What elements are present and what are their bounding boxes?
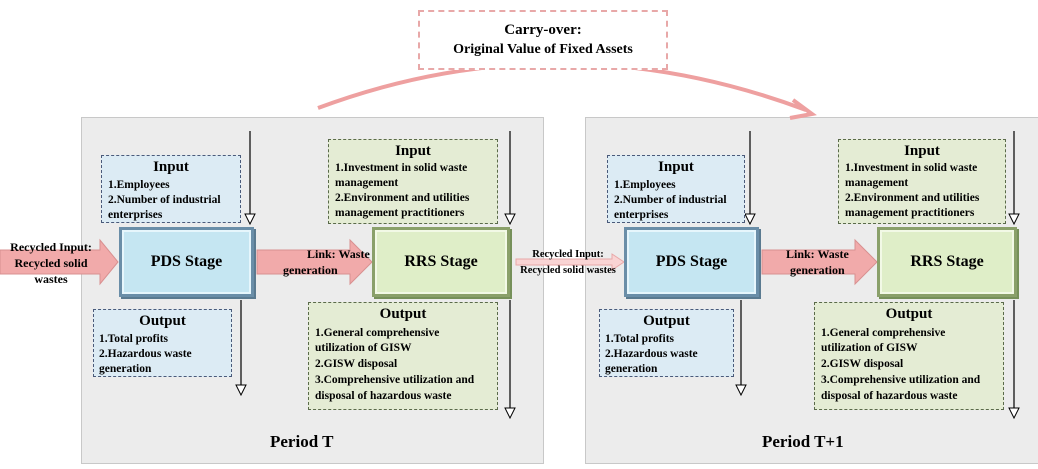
rrs-output-item: 3.Comprehensive utilization and [315,374,475,386]
link-line-2: generation [283,263,338,277]
rrs-input-item: 2.Environment and utilities [335,192,470,204]
pds-output-item: generation [605,363,658,375]
rrs-output-item: 3.Comprehensive utilization and [821,374,981,386]
link-label-t1: Link: Waste generation [786,246,849,278]
recycled-input-link-arrow [515,253,625,271]
rrs-input-item: 1.Investment in solid waste [845,162,978,174]
rrs-stage-box-t: RRS Stage [372,227,510,297]
pds-output-box-t: Output 1.Total profits 2.Hazardous waste… [93,309,232,377]
link-label-t: Link: Waste generation [283,246,370,278]
pds-output-box-t1: Output 1.Total profits 2.Hazardous waste… [599,309,734,377]
carry-over-arrowhead [789,98,817,120]
link-line-1: Link: Waste [786,247,849,261]
link-block-arrow-t1 [761,238,878,286]
pds-output-item: 2.Hazardous waste [99,348,192,360]
rrs-input-box-t1: Input 1.Investment in solid waste manage… [838,139,1006,224]
pds-input-title: Input [153,159,189,175]
recycled-input-line-2: Recycled solid wastes [520,265,616,276]
rrs-output-item: 2.GISW disposal [821,358,904,370]
link-line-1: Link: Waste [307,247,370,261]
rrs-output-item: 2.GISW disposal [315,358,398,370]
pds-input-item: 1.Employees [614,179,676,191]
pds-output-item: generation [99,363,152,375]
pds-output-item: 1.Total profits [605,333,675,345]
pds-input-box-t: Input 1.Employees 2.Number of industrial… [101,155,241,223]
rrs-input-item: management [335,177,399,189]
pds-output-item: 2.Hazardous waste [605,348,698,360]
pds-output-item: 1.Total profits [99,333,169,345]
link-line-2: generation [790,263,845,277]
rrs-input-item: management practitioners [335,207,465,219]
rrs-output-item: 1.General comprehensive [821,327,946,339]
carry-over-box: Carry-over: Original Value of Fixed Asse… [418,10,668,70]
rrs-stage-box-t1: RRS Stage [877,227,1017,297]
rrs-output-title: Output [379,306,427,322]
pds-input-item: 1.Employees [108,179,170,191]
recycled-input-line-1: Recycled Input: [532,249,604,260]
period-t1-label: Period T+1 [762,432,844,451]
rrs-input-title: Input [395,143,431,159]
pds-input-item: enterprises [108,209,163,221]
rrs-output-box-t: Output 1.General comprehensive utilizati… [308,302,498,410]
link-block-arrow-t [256,238,373,286]
pds-output-title: Output [139,313,186,329]
carry-over-title: Carry-over: [504,22,582,38]
pds-stage-box-t: PDS Stage [119,227,254,297]
pds-input-item: 2.Number of industrial [108,194,221,206]
rrs-input-item: 2.Environment and utilities [845,192,980,204]
rrs-output-item: disposal of hazardous waste [821,390,958,402]
carry-over-subtitle: Original Value of Fixed Assets [453,42,633,57]
period-t-label: Period T [270,432,334,451]
pds-input-title: Input [658,159,694,175]
pds-stage-box-t1: PDS Stage [624,227,759,297]
pds-input-box-t1: Input 1.Employees 2.Number of industrial… [607,155,745,223]
rrs-input-item: 1.Investment in solid waste [335,162,468,174]
rrs-output-box-t1: Output 1.General comprehensive utilizati… [814,302,1004,410]
rrs-input-box-t: Input 1.Investment in solid waste manage… [328,139,498,224]
pds-input-item: enterprises [614,209,669,221]
rrs-output-item: disposal of hazardous waste [315,390,452,402]
recycled-input-line-2: Recycled solid [14,256,88,270]
recycled-input-label-t: Recycled Input: Recycled solid wastes [2,239,100,287]
recycled-input-block-arrow-t [0,238,119,286]
recycled-input-line-1: Recycled Input: [10,240,92,254]
carry-over-arc [317,61,807,112]
rrs-output-item: utilization of GISW [315,342,412,354]
pds-input-item: 2.Number of industrial [614,194,727,206]
rrs-output-item: utilization of GISW [821,342,918,354]
rrs-input-item: management practitioners [845,207,975,219]
recycled-input-label-t1: Recycled Input: Recycled solid wastes [515,248,621,277]
recycled-input-line-3: wastes [34,272,68,286]
rrs-output-title: Output [885,306,933,322]
pds-output-title: Output [643,313,690,329]
rrs-input-title: Input [904,143,940,159]
rrs-output-item: 1.General comprehensive [315,327,440,339]
rrs-input-item: management [845,177,909,189]
